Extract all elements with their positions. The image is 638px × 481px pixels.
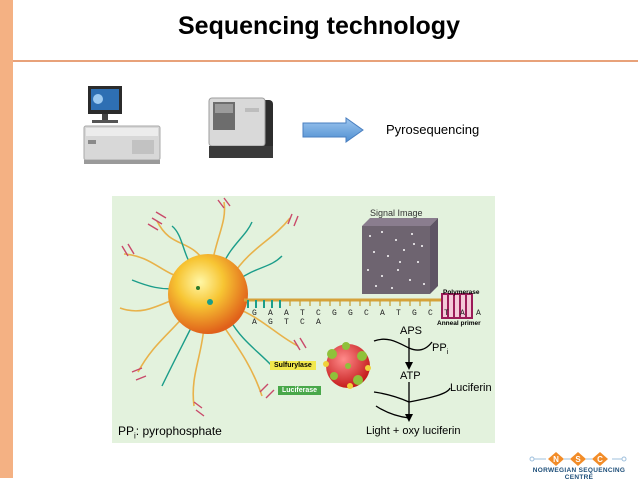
- signal-image: [362, 226, 430, 294]
- logo-letter-c: C: [597, 455, 603, 464]
- dna-sequence: G A A T C G G C A T G C T A A A G T C A: [252, 309, 485, 327]
- benchtop-sequencer-image: [208, 97, 273, 158]
- luciferase-tag: Luciferase: [278, 386, 322, 395]
- sequencer-instrument-image: [83, 86, 161, 164]
- left-accent-bar: [0, 0, 13, 478]
- nsc-logo: N S C NORWEGIAN SEQUENCING CENTRE: [524, 450, 634, 481]
- aps-label: APS: [400, 325, 423, 337]
- slide-title: Sequencing technology: [178, 12, 460, 40]
- title-divider: [13, 60, 638, 62]
- bead: [168, 254, 248, 334]
- anneal-primer-label: Anneal primer: [437, 320, 481, 327]
- sulfurylase-tag: Sulfurylase: [270, 361, 316, 370]
- polymerase-label: Polymerase: [443, 289, 480, 296]
- pyrosequencing-label: Pyrosequencing: [386, 122, 480, 137]
- logo-letter-s: S: [575, 455, 581, 464]
- figure-illustration: [119, 197, 473, 422]
- ppi-label: PPi: [432, 342, 449, 357]
- logo-letter-n: N: [553, 455, 559, 464]
- luciferin-label: Luciferin: [450, 382, 492, 394]
- logo-name: NORWEGIAN SEQUENCING CENTRE: [532, 467, 626, 481]
- atp-label: ATP: [400, 370, 421, 382]
- pyrosequencing-figure: Signal Image G A A T C G G C A T G C T A…: [112, 196, 495, 443]
- signal-image-label: Signal Image: [370, 208, 423, 218]
- ppi-caption: PPi: pyrophosphate: [118, 424, 222, 441]
- products-label: Light + oxy luciferin: [366, 425, 461, 437]
- arrow-icon: [302, 117, 364, 143]
